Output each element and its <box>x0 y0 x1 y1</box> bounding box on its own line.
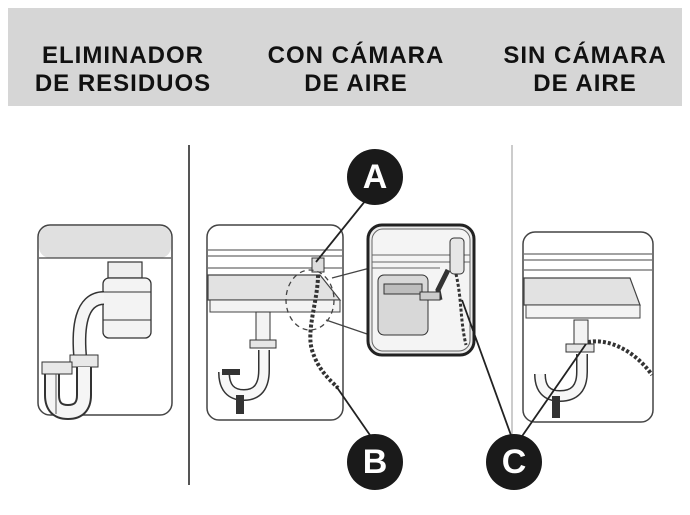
header-without-air-gap-line2: DE AIRE <box>533 70 637 97</box>
leader-c-2 <box>517 343 587 443</box>
header-garbage-disposal-line2: DE RESIDUOS <box>34 70 212 97</box>
callout-a: A <box>347 149 403 205</box>
air-gap-detail-illustration <box>366 223 476 357</box>
callout-c: C <box>486 434 542 490</box>
header-with-air-gap: CON CÁMARA DE AIRE <box>241 42 471 98</box>
callout-b: B <box>347 434 403 490</box>
header-without-air-gap-line1: SIN CÁMARA <box>503 42 667 69</box>
header-garbage-disposal-line1: ELIMINADOR <box>42 42 204 69</box>
air-gap-sink-illustration <box>206 224 371 421</box>
no-air-gap-sink-illustration <box>522 231 654 423</box>
leader-b <box>335 385 373 439</box>
disposal-illustration <box>37 224 173 421</box>
header-with-air-gap-line1: CON CÁMARA <box>267 42 445 69</box>
header-without-air-gap: SIN CÁMARA DE AIRE <box>470 42 690 98</box>
leader-c-1 <box>461 299 513 439</box>
header-banner: ELIMINADOR DE RESIDUOS CON CÁMARA DE AIR… <box>8 8 682 106</box>
header-garbage-disposal: ELIMINADOR DE RESIDUOS <box>8 42 238 98</box>
header-with-air-gap-line2: DE AIRE <box>304 70 408 97</box>
